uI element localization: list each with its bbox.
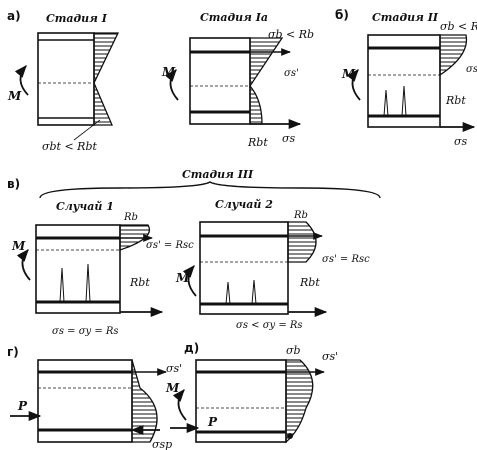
sbt-rbt-label: σbt < Rbt: [42, 140, 98, 153]
stress-diagram-stage-1a: [249, 37, 302, 130]
panel-a-stage-1: а) Стадия I M σbt < Rbt: [7, 9, 120, 153]
rbt-label-case-2: Rbt: [299, 276, 320, 289]
stress-diagram-stage-1: [93, 32, 120, 126]
prestress-force-g: P: [10, 399, 42, 422]
beam-case-1: [35, 224, 121, 314]
panel-v-letter: в): [7, 177, 20, 191]
beam-stage-1a: [189, 37, 251, 125]
ss-prime-label-b: σs': [466, 64, 477, 75]
moment-label-d: M: [165, 381, 180, 395]
ss-label-b: σs: [454, 135, 468, 148]
panel-d-prestressed-bending: д) M P σb σs': [165, 341, 338, 444]
beam-case-2: [199, 221, 289, 315]
panel-v-stage-3: в) Стадия III Случай 1 Случай 2 M Rb σs'…: [7, 168, 381, 337]
beam-g: [37, 359, 133, 443]
stage-1a-title: Стадия Iа: [200, 11, 268, 24]
sb-rb-label-b: σb < Rb: [440, 20, 477, 33]
ss-prime-label-a: σs': [284, 68, 299, 79]
ss-rsc-label-case-2: σs' = Rsc: [322, 254, 370, 265]
rbt-label-b: Rbt: [445, 94, 466, 107]
stress-diagram-g: [130, 359, 167, 443]
panel-g-prestressed: г) P σs' σsp: [7, 345, 182, 450]
stage-1-title: Стадия I: [46, 12, 108, 25]
sb-rb-label-a: σb < Rb: [268, 28, 314, 41]
rb-label-case-2: Rb: [293, 210, 308, 221]
beam-stage-2: [367, 34, 441, 128]
rb-label-case-1: Rb: [123, 212, 138, 223]
panel-b-letter: б): [335, 8, 349, 22]
moment-arrow-v1: M: [11, 239, 31, 281]
prestress-force-d: P: [170, 415, 218, 434]
p-label-g: P: [17, 399, 28, 413]
panel-a-stage-1a: Стадия Iа M σb < Rb σs' Rbt σs: [161, 11, 314, 149]
leader-line-a: [73, 119, 101, 141]
moment-label-v1: M: [11, 239, 26, 253]
stage-2-title: Стадия II: [372, 11, 439, 24]
panel-d-letter: д): [184, 341, 199, 355]
stress-diagram-stage-2: [439, 34, 476, 133]
ss-prime-label-d: σs': [322, 350, 338, 363]
moment-label-a2: M: [161, 65, 176, 79]
ss-label-a: σs: [282, 132, 296, 145]
stage-3-title: Стадия III: [182, 168, 254, 181]
moment-label-v2: M: [175, 271, 190, 285]
moment-arrow-v2: M: [175, 265, 197, 297]
panel-b-stage-2: б) Стадия II M σb < Rb σs' Rbt σs: [335, 8, 477, 148]
beam-d: [195, 359, 287, 443]
ss-eq-label-case-1: σs = σy = Rs: [52, 326, 119, 337]
sb-label-d: σb: [286, 344, 301, 357]
stage-3-brace: [39, 181, 381, 199]
panel-a-letter: а): [7, 9, 21, 23]
stress-diagram-d: [285, 359, 325, 444]
ss-eq-label-case-2: σs < σy = Rs: [236, 320, 303, 331]
moment-label-a: M: [7, 89, 22, 103]
moment-arrow-a2: M: [161, 65, 179, 101]
stress-diagram-case-1: [119, 224, 164, 318]
case-2-title: Случай 2: [215, 198, 273, 211]
moment-label-b: M: [341, 67, 356, 81]
case-1-title: Случай 1: [56, 200, 114, 213]
rbt-label-a: Rbt: [247, 136, 268, 149]
ss-rsc-label-case-1: σs' = Rsc: [146, 240, 194, 251]
stress-diagram-case-2: [287, 221, 328, 318]
ssp-label-g: σsp: [152, 438, 172, 450]
moment-arrow-a: M: [7, 65, 29, 103]
beam-stage-1: [37, 32, 95, 126]
rbt-label-case-1: Rbt: [129, 276, 150, 289]
panel-g-letter: г): [7, 345, 19, 359]
moment-arrow-b: M: [341, 67, 361, 101]
ss-prime-label-g: σs': [166, 362, 182, 375]
p-label-d: P: [207, 415, 218, 429]
moment-arrow-d: M: [165, 381, 187, 421]
